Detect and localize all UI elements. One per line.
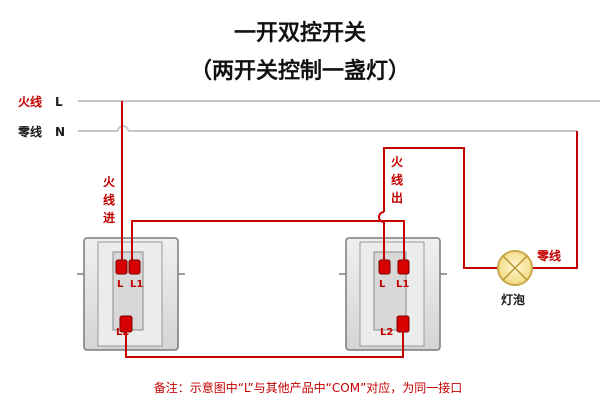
left-wire-label-2: 线: [103, 192, 115, 207]
footnote: 备注：示意图中“L”与其他产品中“COM”对应，为同一接口: [154, 380, 463, 395]
lamp-label: 灯泡: [501, 292, 525, 307]
right-terminal-l1-label: L1: [396, 279, 409, 290]
wire-traveler-upper: [131, 220, 405, 260]
right-wire-label-2: 线: [391, 172, 403, 187]
neutral-line-label: 零线: [17, 124, 42, 139]
right-wire-label-1: 火: [391, 155, 404, 169]
wire-neutral-to-lamp: [532, 131, 578, 269]
live-line-code: L: [55, 95, 63, 109]
wire-live-out: [383, 147, 498, 269]
right-terminal-l-label: L: [379, 279, 386, 290]
right-terminal-l1: [397, 259, 410, 275]
live-line-label: 火线: [18, 94, 42, 109]
lamp-cross-b: [502, 255, 528, 281]
lamp-neutral-label: 零线: [536, 248, 561, 263]
right-terminal-l2: [396, 315, 410, 333]
right-terminal-l: [378, 259, 391, 275]
right-wire-label-3: 出: [391, 190, 403, 205]
neutral-line-code: N: [55, 125, 65, 139]
diagram-subtitle: （两开关控制一盏灯）: [190, 58, 410, 84]
diagram-title: 一开双控开关: [234, 20, 366, 46]
left-wire-label-3: 进: [103, 210, 115, 225]
lamp-icon: [497, 250, 533, 286]
wire-traveler-lower: [125, 325, 404, 358]
left-terminal-l1-label: L1: [130, 279, 143, 290]
left-terminal-l1: [128, 259, 141, 275]
left-wire-label-1: 火: [103, 175, 116, 189]
left-terminal-l-label: L: [117, 279, 124, 290]
right-terminal-l2-label: L2: [380, 327, 393, 338]
left-terminal-l2-label: L2: [116, 327, 129, 338]
left-terminal-l: [115, 259, 128, 275]
left-terminal-l2: [119, 315, 133, 333]
wire-live-out-hop: [378, 211, 385, 223]
